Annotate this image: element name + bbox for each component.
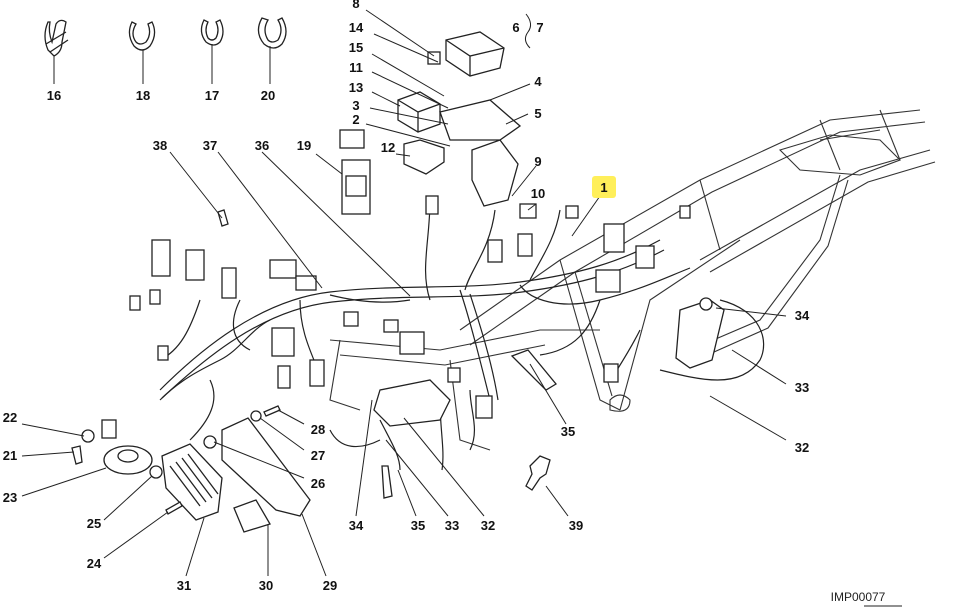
- callout-39[interactable]: 39: [569, 518, 583, 533]
- callout-8[interactable]: 8: [352, 0, 359, 11]
- clip-part-16[interactable]: [44, 19, 69, 84]
- connector-part-38[interactable]: [217, 209, 229, 227]
- callout-21[interactable]: 21: [3, 448, 17, 463]
- callout-6[interactable]: 6: [512, 20, 519, 35]
- callout-24[interactable]: 24: [87, 556, 102, 571]
- horn-part-23[interactable]: [101, 419, 153, 475]
- callout-10[interactable]: 10: [531, 186, 545, 201]
- spark-plug-part-39[interactable]: [525, 455, 551, 491]
- clip-part-20[interactable]: [257, 17, 287, 84]
- callout-5[interactable]: 5: [534, 106, 541, 121]
- connector-cluster-left[interactable]: [129, 239, 325, 389]
- callout-22[interactable]: 22: [3, 410, 17, 425]
- bracket-part-29[interactable]: [203, 417, 311, 517]
- nut-part-27[interactable]: [250, 410, 262, 422]
- callout-26[interactable]: 26: [311, 476, 325, 491]
- callout-27[interactable]: 27: [311, 448, 325, 463]
- callout-9[interactable]: 9: [534, 154, 541, 169]
- callout-4[interactable]: 4: [534, 74, 542, 89]
- callout-23[interactable]: 23: [3, 490, 17, 505]
- callout-36[interactable]: 36: [255, 138, 269, 153]
- clip-part-17[interactable]: [200, 19, 224, 84]
- strap-part-30[interactable]: [233, 499, 271, 533]
- callout-2[interactable]: 2: [352, 112, 359, 127]
- callout-28[interactable]: 28: [311, 422, 325, 437]
- callout-1[interactable]: 1: [600, 180, 607, 195]
- callout-29[interactable]: 29: [323, 578, 337, 593]
- callout-labels: 8 6 7 14 15 11 4 13 3 5 2 12 9 10 1 16 1…: [3, 0, 810, 593]
- callout-32-right[interactable]: 32: [795, 440, 809, 455]
- callout-33-right[interactable]: 33: [795, 380, 809, 395]
- callout-17[interactable]: 17: [205, 88, 219, 103]
- callout-18[interactable]: 18: [136, 88, 150, 103]
- callout-highlight: [592, 176, 616, 198]
- callout-30[interactable]: 30: [259, 578, 273, 593]
- callout-7[interactable]: 7: [536, 20, 543, 35]
- callout-12[interactable]: 12: [381, 140, 395, 155]
- bolt-part-21[interactable]: [71, 445, 83, 465]
- clip-part-18[interactable]: [128, 21, 156, 84]
- ecu-connector-part-9[interactable]: [471, 139, 519, 207]
- connector-part-12[interactable]: [403, 139, 445, 175]
- callout-11[interactable]: 11: [349, 60, 363, 75]
- fuel-pump-part[interactable]: [373, 379, 451, 427]
- motorcycle-frame: [329, 109, 936, 451]
- connector-cluster-center[interactable]: [343, 195, 691, 419]
- relay-part-6-7[interactable]: [445, 31, 505, 77]
- washer-part-25[interactable]: [149, 465, 163, 479]
- ground-lead-part-33[interactable]: [381, 465, 393, 499]
- callout-34-bottom[interactable]: 34: [349, 518, 364, 533]
- fuse-box-part-13[interactable]: [397, 91, 441, 133]
- ignition-coil-part-34[interactable]: [675, 297, 725, 369]
- callout-19[interactable]: 19: [297, 138, 311, 153]
- bracket-part-5[interactable]: [439, 99, 522, 141]
- callout-34-right[interactable]: 34: [795, 308, 810, 323]
- callout-31[interactable]: 31: [177, 578, 191, 593]
- callout-3[interactable]: 3: [352, 98, 359, 113]
- callout-35-right[interactable]: 35: [561, 424, 575, 439]
- callout-15[interactable]: 15: [349, 40, 363, 55]
- connector-part-19[interactable]: [339, 129, 371, 215]
- callout-20[interactable]: 20: [261, 88, 275, 103]
- callout-35-bottom[interactable]: 35: [411, 518, 425, 533]
- callout-37[interactable]: 37: [203, 138, 217, 153]
- callout-16[interactable]: 16: [47, 88, 61, 103]
- regulator-part-31[interactable]: [161, 443, 223, 521]
- callout-25[interactable]: 25: [87, 516, 101, 531]
- callout-14[interactable]: 14: [349, 20, 364, 35]
- callout-13[interactable]: 13: [349, 80, 363, 95]
- callout-33-bottom[interactable]: 33: [445, 518, 459, 533]
- drawing-code: IMP00077: [831, 590, 886, 604]
- bolt-part-28[interactable]: [263, 405, 281, 417]
- callout-32-bottom[interactable]: 32: [481, 518, 495, 533]
- bolt-part-24[interactable]: [165, 501, 183, 515]
- leader-lines: [21, 9, 787, 577]
- callout-38[interactable]: 38: [153, 138, 167, 153]
